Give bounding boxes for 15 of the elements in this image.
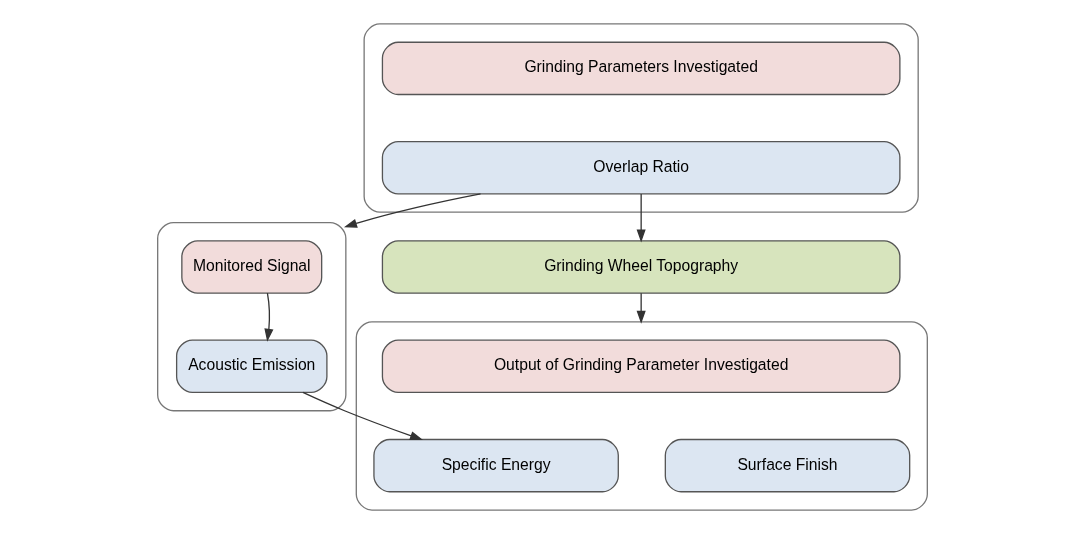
cluster [363,23,919,213]
node-box: Output of Grinding Parameter Investigated [381,339,901,394]
node-box: Monitored Signal [180,240,322,294]
arrow [263,292,273,342]
node-box: Surface Finish [664,438,910,493]
arrow [343,193,481,228]
arrow [636,193,646,243]
cluster [355,321,928,511]
node-box: Overlap Ratio [381,140,901,195]
node-box: Acoustic Emission [175,339,328,394]
node-box: Specific Energy [372,438,619,493]
arrow [636,292,646,324]
node-box: Grinding Parameters Investigated [381,41,901,96]
node-box: Grinding Wheel Topography [381,240,901,294]
cluster [156,221,346,412]
